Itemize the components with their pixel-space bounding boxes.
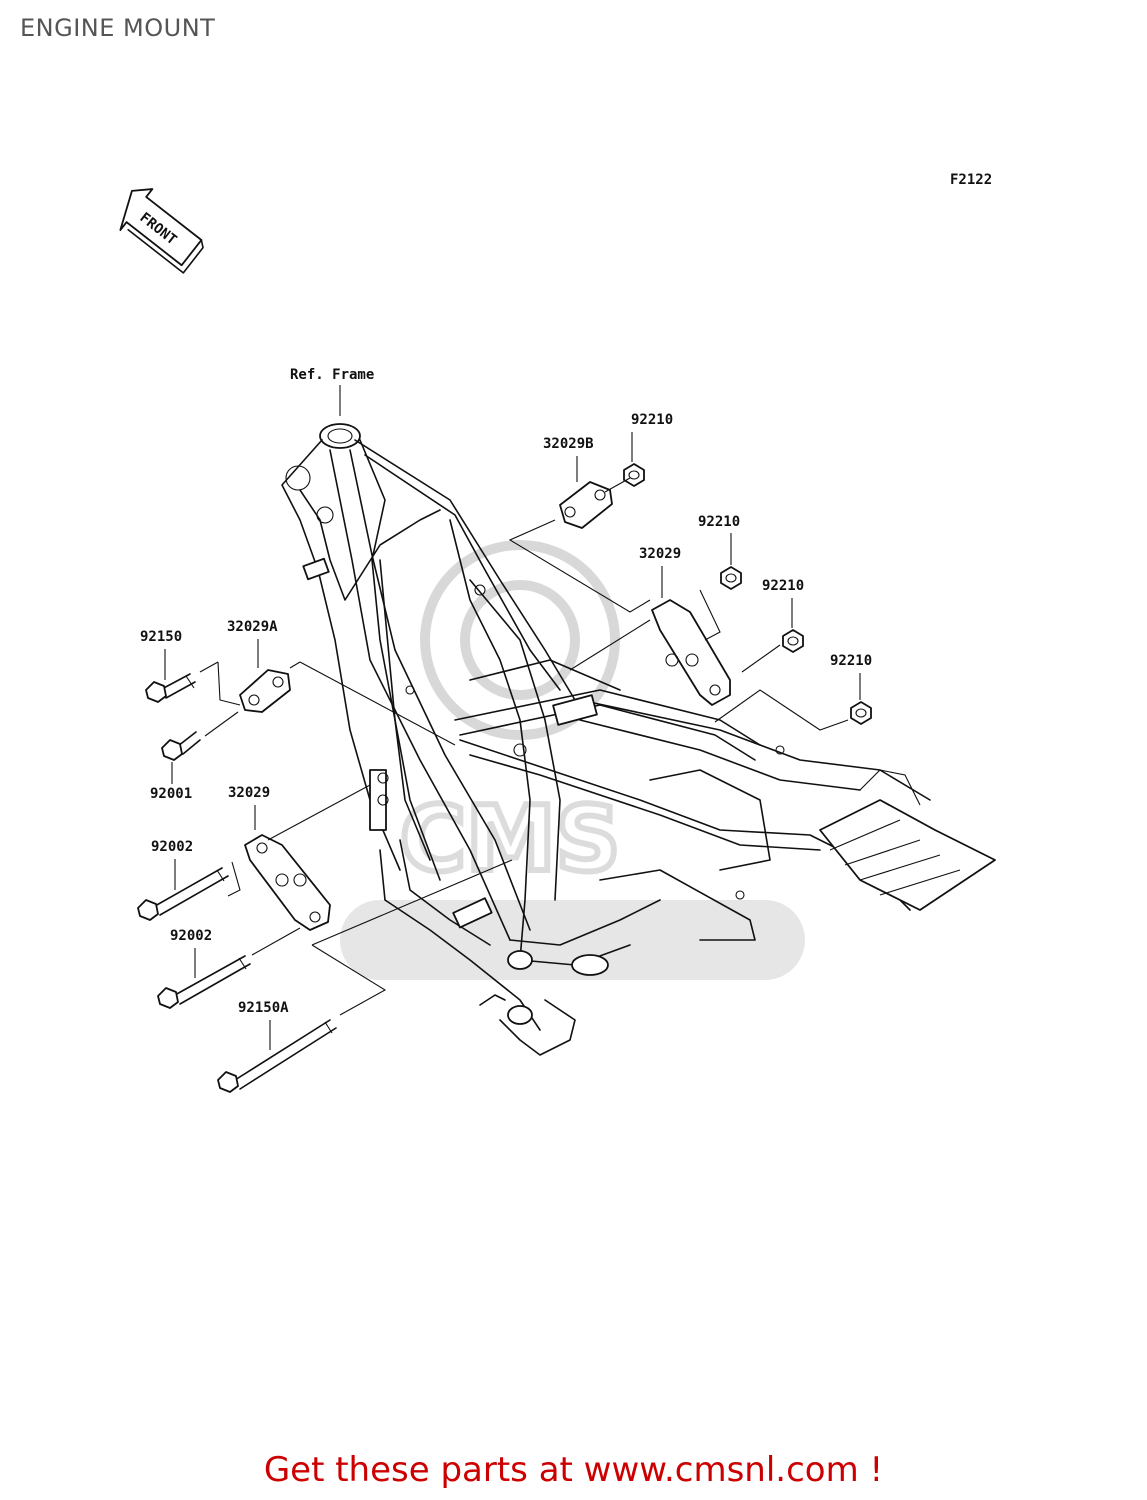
label-92210-top: 92210 (631, 412, 673, 428)
nut-92210-top (623, 463, 645, 487)
figure-code: F2122 (950, 172, 992, 188)
label-92210-fourth: 92210 (830, 653, 872, 669)
label-32029B: 32029B (543, 436, 594, 452)
page-title: ENGINE MOUNT (20, 14, 216, 42)
nut-92210-fourth (850, 701, 872, 725)
label-32029-right: 32029 (639, 546, 681, 562)
nut-92210-third (782, 629, 804, 653)
label-92210-second: 92210 (698, 514, 740, 530)
bracket-32029B (559, 481, 613, 529)
bolt-92002-second (157, 955, 251, 1009)
bolt-92001 (161, 731, 201, 761)
front-arrow-icon: FRONT (119, 188, 204, 274)
nut-92210-second (720, 566, 742, 590)
bolt-92150 (145, 673, 196, 703)
label-92002-first: 92002 (151, 839, 193, 855)
footer-promo-link[interactable]: Get these parts at www.cmsnl.com ! (263, 1450, 884, 1490)
label-32029-left: 32029 (228, 785, 270, 801)
plate-32029-left (244, 834, 331, 931)
motorcycle-frame (281, 423, 996, 1056)
label-92001: 92001 (150, 786, 192, 802)
label-92002-second: 92002 (170, 928, 212, 944)
ref-frame-label: Ref. Frame (290, 367, 374, 383)
label-92210-third: 92210 (762, 578, 804, 594)
label-92150: 92150 (140, 629, 182, 645)
label-32029A: 32029A (227, 619, 278, 635)
svg-text:CMS: CMS (400, 787, 620, 892)
label-92150A: 92150A (238, 1000, 289, 1016)
bolt-92150A (217, 1019, 337, 1093)
plate-32029-right (651, 599, 731, 706)
bracket-32029A (239, 669, 291, 713)
bolt-92002-first (137, 867, 229, 921)
